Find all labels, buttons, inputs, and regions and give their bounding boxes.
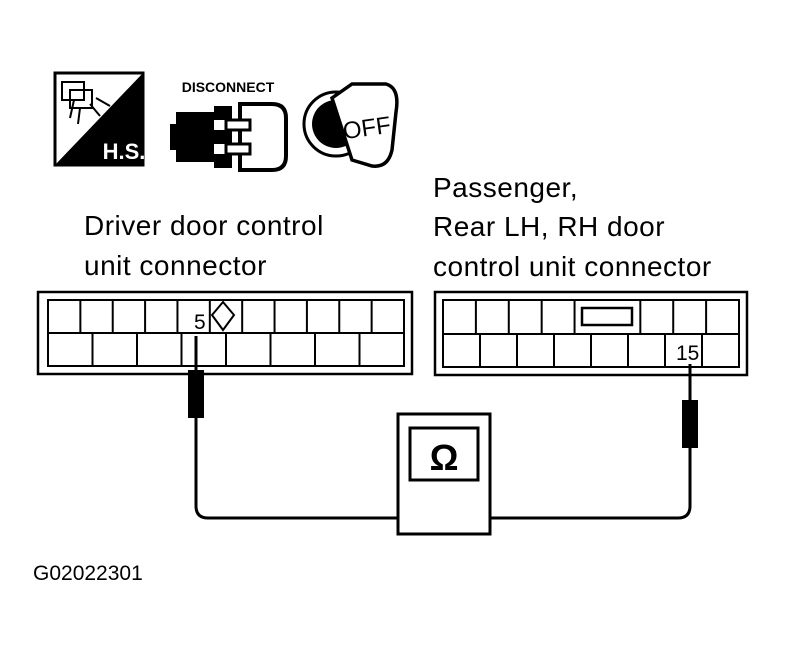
passenger-connector-label-line-2: Rear LH, RH door	[433, 211, 666, 242]
test-lead-passenger	[467, 364, 698, 523]
connector-lock-tab	[580, 306, 634, 327]
ohmmeter: Ω	[396, 412, 492, 536]
driver-door-connector: 5	[36, 290, 414, 376]
passenger-connector-label-line-3: control unit connector	[433, 251, 712, 282]
ignition-off-key-icon: OFF	[302, 82, 399, 168]
passenger-terminal-label: 15	[676, 342, 699, 365]
harness-connector-glyph	[61, 81, 111, 125]
driver-connector-label-line-1: Driver door control	[84, 210, 324, 241]
ignition-off-label: OFF	[341, 112, 392, 145]
driver-connector-terminals	[48, 300, 404, 366]
terminal-highlight-diamond	[210, 300, 236, 332]
disconnect-label: DISCONNECT	[182, 79, 275, 95]
harness-side-label: H.S.	[103, 139, 146, 164]
passenger-connector-terminals	[443, 300, 739, 367]
ohm-symbol: Ω	[430, 437, 459, 478]
figure-code: G02022301	[33, 562, 143, 585]
driver-connector-label-line-2: unit connector	[84, 250, 267, 281]
disconnect-icon: DISCONNECT	[170, 79, 288, 172]
driver-terminal-label: 5	[194, 311, 206, 334]
harness-side-icon: H.S.	[53, 71, 146, 167]
passenger-door-connector: 15	[433, 290, 749, 377]
passenger-connector-label-line-1: Passenger,	[433, 172, 579, 203]
